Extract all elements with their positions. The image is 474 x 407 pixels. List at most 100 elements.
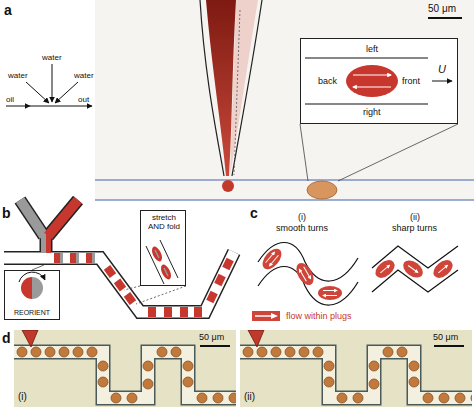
plug	[150, 245, 164, 263]
swatch-arrow	[271, 313, 278, 319]
channel-wall	[95, 179, 474, 181]
plug	[54, 253, 60, 263]
velocity-label: U	[438, 63, 446, 76]
swatch-fill	[252, 311, 280, 321]
legend-item: flow within plugs	[252, 311, 352, 321]
nozzle-wall	[232, 0, 262, 176]
scale-label: 50 μm	[433, 332, 458, 342]
plug-body	[318, 286, 342, 300]
water-arrow	[55, 82, 78, 103]
plug-half	[21, 277, 32, 299]
plug-body	[293, 260, 317, 288]
aqueous-stream	[20, 200, 44, 236]
guide-line	[234, 10, 240, 175]
inset-background	[300, 38, 458, 124]
dye-stream	[206, 0, 236, 176]
inset-title: REORIENT	[5, 309, 59, 317]
channel-wall	[305, 103, 428, 104]
plug	[86, 253, 92, 263]
condition-label: sharp turns	[392, 223, 437, 233]
scale-label: 50 μm	[428, 3, 456, 15]
plug	[124, 292, 136, 305]
junction-schematic	[6, 64, 92, 106]
plug	[307, 181, 337, 199]
channel-wall	[20, 200, 44, 236]
flow-arrow	[408, 265, 418, 272]
inset-box: stretch AND fold	[140, 210, 186, 286]
plug	[194, 307, 202, 317]
inlet-label: water	[74, 71, 94, 80]
out-arrow	[70, 106, 92, 107]
plug	[104, 265, 116, 278]
legend: flow within plugs	[252, 311, 352, 321]
legend-swatch	[252, 311, 280, 321]
inlet-label: oil	[6, 95, 14, 104]
scale-bar	[434, 345, 464, 347]
folded-stripe	[155, 250, 159, 258]
forming-droplet	[222, 180, 234, 192]
plug-body	[400, 257, 426, 281]
plug	[430, 257, 456, 282]
plug	[222, 258, 234, 270]
condition-label: smooth turns	[276, 223, 328, 233]
side-label: back	[318, 76, 337, 86]
velocity-arrow	[432, 81, 452, 82]
subpanel-label: (ii)	[244, 391, 255, 403]
plug	[114, 279, 126, 292]
plug-group	[54, 253, 234, 317]
side-label: right	[363, 107, 381, 117]
inset-box: REORIENT	[4, 270, 60, 320]
scale-bar	[200, 345, 230, 347]
plug-body	[372, 257, 398, 282]
rotation-arrow	[19, 272, 45, 282]
leader-line	[300, 124, 308, 181]
channel-wall	[48, 200, 78, 236]
plug	[70, 253, 76, 263]
folded-stripe	[164, 268, 168, 276]
flow-arrow	[269, 255, 278, 266]
plug	[214, 274, 226, 286]
nozzle-wall	[200, 0, 224, 176]
plug	[76, 253, 79, 263]
sharp-channel	[372, 246, 458, 292]
flow-arrow	[304, 267, 311, 279]
channel-network	[4, 200, 234, 312]
aqueous-stream	[41, 234, 46, 253]
reagent-stream	[46, 234, 51, 253]
water-arrow	[26, 82, 49, 103]
plug	[293, 260, 317, 288]
leader-line	[124, 286, 140, 290]
plug	[318, 286, 342, 300]
subpanel-label: (i)	[298, 212, 306, 222]
outlet-label: out	[78, 95, 89, 104]
panel-letter: a	[4, 2, 12, 18]
panel-letter: c	[250, 205, 258, 221]
subpanel-label: (ii)	[410, 212, 420, 222]
micrograph	[14, 330, 236, 407]
legend-text: flow within plugs	[286, 311, 352, 321]
junction-line	[30, 106, 70, 107]
plug-body	[259, 245, 285, 272]
inset-box: left back front right U	[300, 38, 458, 124]
photo-background	[95, 0, 474, 200]
channel-interior	[4, 252, 234, 312]
plug	[400, 257, 426, 281]
plug	[164, 307, 172, 317]
micrograph	[240, 330, 472, 407]
side-label: left	[366, 44, 378, 54]
flow-arrow	[323, 295, 337, 296]
plug	[180, 307, 188, 317]
plug	[159, 263, 173, 281]
leader-line	[338, 124, 458, 181]
subpanel-label: (i)	[18, 391, 27, 403]
smooth-channel	[258, 243, 358, 306]
plug	[346, 65, 398, 97]
side-label: front	[402, 76, 420, 86]
panel-letter: b	[2, 205, 11, 221]
scale-label: 50 μm	[199, 332, 224, 342]
plug	[372, 257, 398, 282]
inlet-label: water	[8, 71, 28, 80]
